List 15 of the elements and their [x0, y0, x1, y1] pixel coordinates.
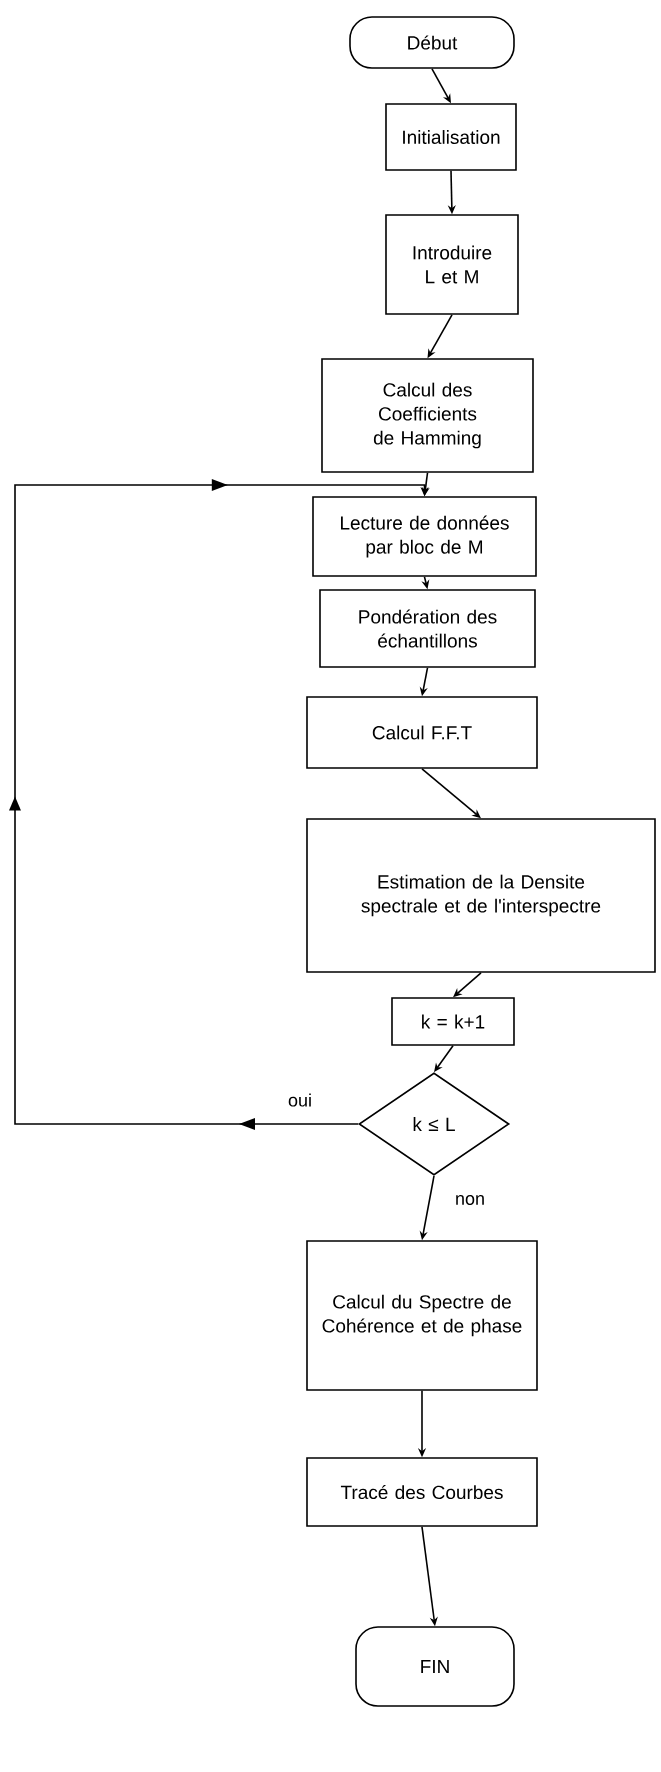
edge-label: oui — [286, 1091, 314, 1109]
process-box: Pondération des échantillons — [319, 589, 536, 668]
process-box: Initialisation — [385, 103, 517, 171]
process-box: Introduire L et M — [385, 214, 519, 315]
process-box: Calcul des Coefficients de Hamming — [321, 358, 534, 473]
process-box: k = k+1 — [391, 997, 515, 1046]
terminal-box: Début — [349, 16, 515, 69]
arrow — [14, 484, 429, 1125]
process-box: Calcul F.F.T — [306, 696, 538, 769]
process-box: Lecture de données par bloc de M — [312, 496, 537, 577]
terminal-box: FIN — [355, 1626, 515, 1707]
process-box: Estimation de la Densite spectrale et de l'interspectre — [306, 818, 656, 973]
process-box: Tracé des Courbes — [306, 1457, 538, 1527]
process-box: Calcul du Spectre de Cohérence et de phase — [306, 1240, 538, 1391]
edge-label: non — [453, 1193, 487, 1207]
